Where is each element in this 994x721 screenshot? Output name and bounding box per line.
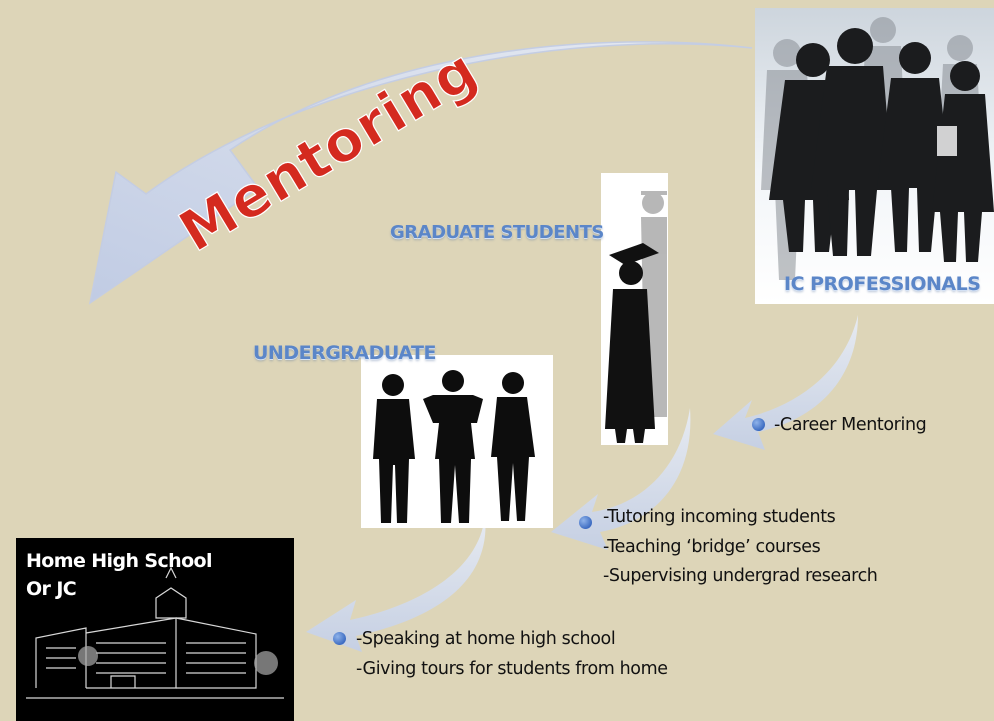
small-arrow-graduate [551,408,691,550]
tier-label-professionals: IC PROFESSIONALS [784,273,981,295]
activity-supervising-research: -Supervising undergrad research [603,566,878,586]
school-building-icon [26,566,284,699]
activity-tutoring: -Tutoring incoming students [603,507,836,527]
business-people-icon [761,17,994,280]
tier-label-graduate: GRADUATE STUDENTS [390,222,604,243]
undergraduate-photo [361,355,553,528]
school-photo: Home High School Or JC [16,538,294,721]
small-arrow-undergraduate [306,515,486,652]
activity-speaking: -Speaking at home high school [356,629,616,649]
graduate-silhouette-icon [605,191,667,443]
bullet-professionals [752,418,765,431]
school-title-line-1: Home High School [26,550,213,572]
activity-career-mentoring: -Career Mentoring [774,415,927,435]
small-arrow-professionals [713,315,858,450]
activity-giving-tours: -Giving tours for students from home [356,659,668,679]
activity-bridge-courses: -Teaching ‘bridge’ courses [603,537,821,557]
bullet-undergraduate [333,632,346,645]
bullet-graduate [579,516,592,529]
school-title-line-2: Or JC [26,578,77,600]
student-silhouettes-icon [373,370,535,523]
tier-label-undergraduate: UNDERGRADUATE [253,342,436,364]
graduate-photo [601,173,668,445]
professionals-photo: IC PROFESSIONALS [755,8,994,304]
